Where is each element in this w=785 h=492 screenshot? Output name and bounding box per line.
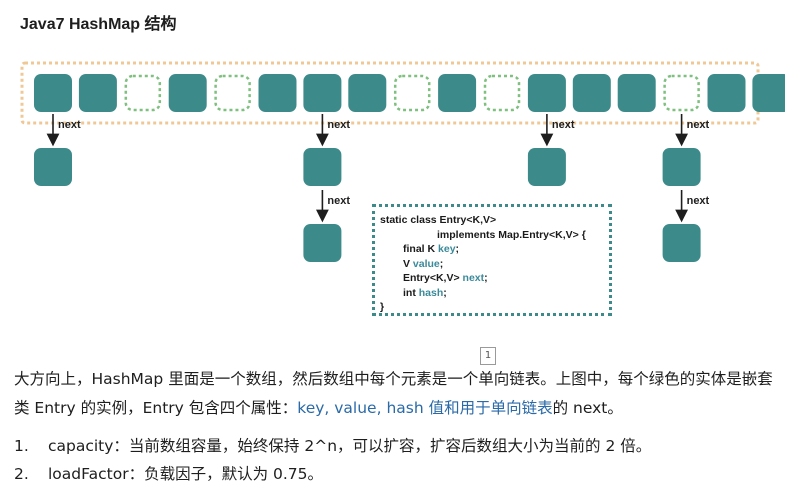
code-line-next: Entry<K,V> next; — [403, 272, 488, 284]
code-line-close-brace: } — [380, 301, 385, 313]
entry-class-code-box: static class Entry<K,V> implements Map.E… — [372, 204, 612, 316]
list-item: 2.loadFactor：负载因子，默认为 0.75。 — [14, 465, 324, 483]
code-line-implements: implements Map.Entry<K,V> { — [437, 228, 586, 241]
entry-node — [527, 148, 566, 186]
highlighted-text: key, value, hash 值和用于单向链表 — [297, 399, 553, 417]
list-item: 1.capacity：当前数组容量，始终保持 2^n，可以扩容，扩容后数组大小为… — [14, 437, 652, 455]
entry-node — [662, 224, 701, 262]
code-line-value: V value; — [403, 257, 444, 270]
next-label: next — [327, 195, 350, 207]
next-label: next — [552, 119, 575, 131]
entry-node — [662, 148, 701, 186]
code-line-key: final K key; — [403, 243, 460, 255]
next-label: next — [327, 119, 350, 131]
next-label: next — [687, 119, 710, 131]
bucket-slot-empty — [214, 74, 251, 112]
bucket-slot-empty — [663, 74, 700, 112]
bucket-slot-filled — [617, 74, 656, 112]
bucket-slot-filled — [258, 74, 297, 112]
page-title: Java7 HashMap 结构 — [20, 16, 177, 33]
entry-node — [303, 224, 342, 262]
code-line-hash: int hash; — [403, 286, 447, 299]
bucket-slot-filled — [527, 74, 566, 112]
bucket-slot-filled — [438, 74, 477, 112]
bucket-slot-empty — [483, 74, 521, 112]
bucket-slot-filled — [572, 74, 611, 112]
next-label: next — [687, 195, 710, 207]
bucket-slot-filled — [78, 74, 117, 112]
bucket-slot-filled — [707, 74, 746, 112]
property-list: 1.capacity：当前数组容量，始终保持 2^n，可以扩容，扩容后数组大小为… — [14, 432, 651, 488]
page-marker: 1 — [480, 347, 496, 365]
bucket-slot-filled — [34, 74, 72, 112]
next-label: next — [58, 119, 81, 131]
description-paragraph: 大方向上，HashMap 里面是一个数组，然后数组中每个元素是一个单向链表。上图… — [14, 370, 773, 417]
bucket-slot-filled — [348, 74, 387, 112]
hashmap-structure-diagram: next next next next next next — [20, 61, 785, 262]
entry-node — [303, 148, 342, 186]
entry-node — [34, 148, 72, 186]
bucket-slot-filled — [303, 74, 342, 112]
bucket-slot-empty — [393, 74, 431, 112]
code-line-class: static class Entry<K,V> — [380, 214, 497, 226]
bucket-array-border — [20, 61, 760, 125]
bucket-slot-filled — [168, 74, 207, 112]
bucket-slot-filled — [752, 74, 785, 112]
bucket-slot-empty — [124, 74, 162, 112]
